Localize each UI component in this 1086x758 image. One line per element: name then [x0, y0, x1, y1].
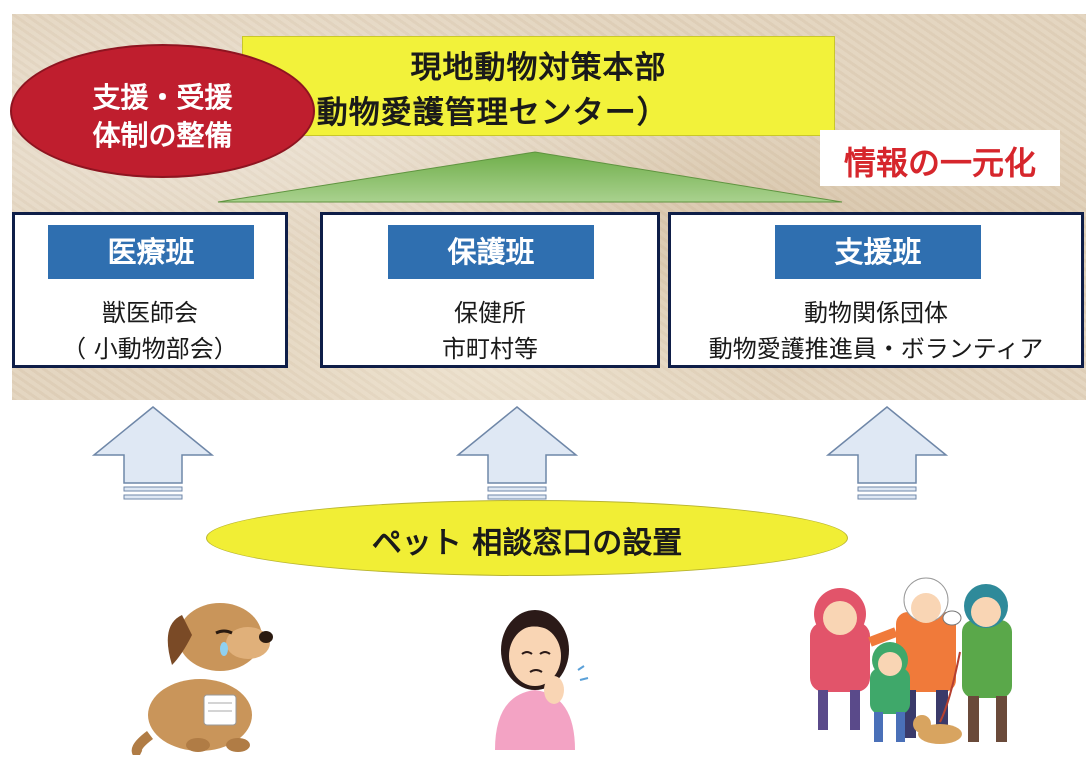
team-protection-line1: 保健所: [454, 299, 526, 327]
support-oval: 支援・受援 体制の整備: [10, 44, 315, 178]
team-protection: 保護班 保健所 市町村等: [320, 212, 660, 368]
team-medical-line1: 獣医師会: [102, 299, 198, 327]
headquarters-title: 現地動物対策本部: [410, 50, 667, 86]
info-unification-badge: 情報の一元化: [820, 130, 1060, 186]
team-medical-line2: （ 小動物部会）: [62, 335, 238, 363]
crying-dog-icon: [131, 603, 273, 755]
hierarchy-triangle: [217, 151, 843, 203]
team-medical: 医療班 獣医師会 （ 小動物部会）: [12, 212, 288, 368]
up-arrow-icon: [92, 406, 214, 500]
team-support-line1: 動物関係団体: [804, 299, 948, 327]
headquarters-box: 現地動物対策本部 （ 動物愛護管理センター）: [242, 36, 835, 136]
team-support-line2: 動物愛護推進員・ボランティア: [708, 335, 1044, 363]
pet-consultation-label: ペット 相談窓口の設置: [371, 526, 683, 561]
info-unification-label: 情報の一元化: [843, 144, 1036, 182]
up-arrow-icon: [456, 406, 578, 500]
support-oval-line1: 支援・受援: [92, 81, 233, 114]
headquarters-subtitle: （ 動物愛護管理センター）: [273, 95, 669, 131]
team-medical-title: 医療班: [48, 225, 254, 279]
team-support-title: 支援班: [775, 225, 981, 279]
evacuating-family-icon: [810, 577, 1012, 744]
team-support: 支援班 動物関係団体 動物愛護推進員・ボランティア: [668, 212, 1084, 368]
support-oval-line2: 体制の整備: [92, 119, 233, 152]
team-protection-title: 保護班: [388, 225, 594, 279]
pet-consultation-ellipse: ペット 相談窓口の設置: [206, 500, 848, 576]
worried-woman-icon: [495, 610, 589, 750]
team-protection-line2: 市町村等: [442, 335, 538, 363]
up-arrow-icon: [826, 406, 948, 500]
